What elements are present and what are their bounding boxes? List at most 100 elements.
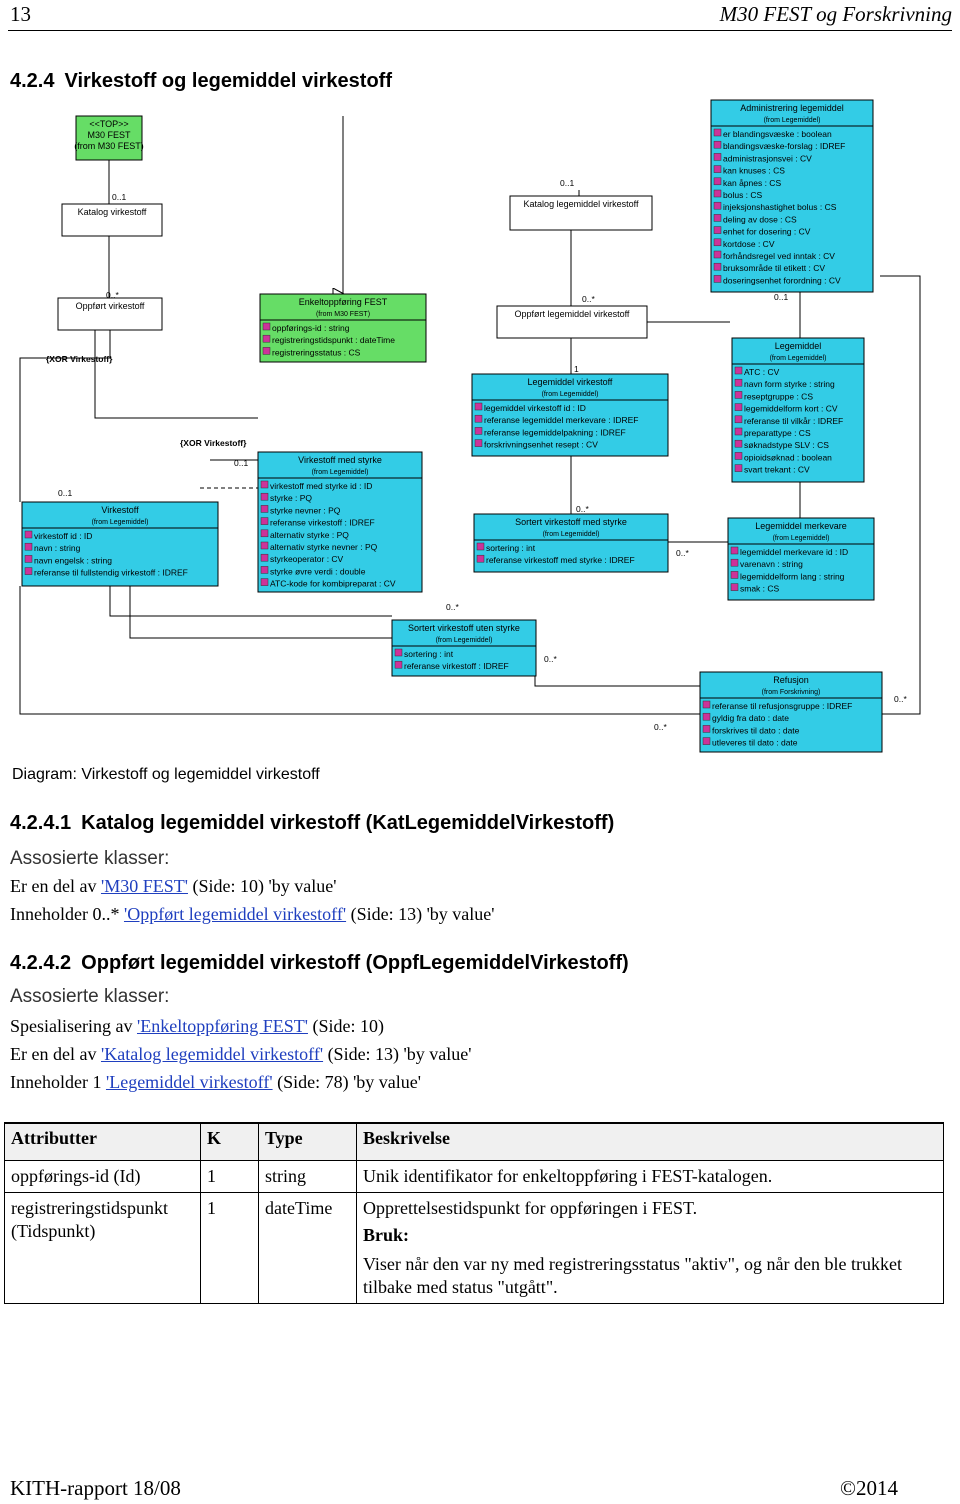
subsection-title: Oppført legemiddel virkestoff (OppfLegem… — [81, 952, 629, 974]
class-boxes: <<TOP>>M30 FEST(from M30 FEST)Katalog vi… — [21, 99, 883, 753]
class-attribute: legemiddelform kort : CV — [744, 404, 838, 414]
class-attribute: preparattype : CS — [744, 428, 811, 438]
multiplicity-label: 0..1 — [560, 178, 574, 188]
class-package: (from Legemiddel) — [436, 637, 493, 644]
class-package: (from Legemiddel) — [764, 117, 821, 124]
class-attribute: referanse legemiddelpakning : IDREF — [484, 427, 626, 437]
uml-class-refusjon: Refusjon(from Forskrivning)referanse til… — [699, 671, 883, 753]
class-package: (from Legemiddel) — [542, 391, 599, 398]
class-title: Virkestoff — [101, 505, 139, 515]
link-enkeltoppforing-fest[interactable]: 'Enkeltoppføring FEST' — [136, 1016, 308, 1036]
class-attribute: navn : string — [34, 543, 81, 553]
multiplicity-label: 0..* — [446, 602, 459, 612]
col-header: K — [200, 1122, 259, 1161]
footer-report-id: KITH-rapport 18/08 — [10, 1476, 181, 1500]
uml-class-virkestoff-med-styrke: Virkestoff med styrke(from Legemiddel)vi… — [257, 451, 423, 593]
attribute-table: Attributter K Type Beskrivelse oppføring… — [4, 1122, 944, 1304]
uml-class-katalog-legemiddel-virkestoff: Katalog legemiddel virkestoff — [509, 195, 653, 231]
class-attribute: styrke øvre verdi : double — [270, 566, 366, 576]
cell-k: 1 — [200, 1192, 259, 1304]
document-title: M30 FEST og Forskrivning — [719, 2, 952, 26]
class-attribute: reseptgruppe : CS — [744, 391, 813, 401]
uml-diagram: <<TOP>>M30 FEST(from M30 FEST)Katalog vi… — [19, 99, 921, 753]
uml-class-oppfort-legemiddel-virkestoff: Oppført legemiddel virkestoff — [496, 305, 648, 339]
multiplicity-label: 0..* — [676, 548, 689, 558]
bruk-label: Bruk: — [363, 1225, 410, 1245]
class-attribute: styrke : PQ — [270, 493, 312, 503]
cell-type: string — [258, 1160, 357, 1193]
multiplicity-label: 0..* — [576, 504, 589, 514]
link-oppfort-legemiddel-virkestoff[interactable]: 'Oppført legemiddel virkestoff' — [123, 904, 347, 924]
class-package: (from M30 FEST) — [316, 311, 370, 318]
link-katalog-legemiddel-virkestoff[interactable]: 'Katalog legemiddel virkestoff' — [100, 1044, 324, 1064]
uml-class-oppfort-virkestoff: Oppført virkestoff — [57, 297, 163, 331]
cell-attr: oppførings-id (Id) — [4, 1160, 201, 1193]
col-header: Beskrivelse — [356, 1122, 944, 1161]
class-attribute: enhet for dosering : CV — [723, 227, 811, 237]
class-attribute: bolus : CS — [723, 190, 763, 200]
class-title: Legemiddel — [775, 341, 822, 351]
multiplicity-label: 0..* — [582, 294, 595, 304]
link-m30-fest[interactable]: 'M30 FEST' — [100, 876, 188, 896]
multiplicity-label: 0..* — [894, 694, 907, 704]
class-title: Sortert virkestoff uten styrke — [408, 623, 520, 633]
class-attribute: doseringsenhet forordning : CV — [723, 275, 841, 285]
class-title: M30 FEST — [87, 130, 131, 140]
multiplicity-label: 0..1 — [774, 292, 788, 302]
multiplicity-label: 0..1 — [112, 192, 126, 202]
class-attribute: ATC-kode for kombipreparat : CV — [270, 579, 396, 589]
cell-k: 1 — [200, 1160, 259, 1193]
class-attribute: forhåndsregel ved inntak : CV — [723, 251, 835, 261]
multiplicity-labels: 0..10..10..*0..*0..1{XOR Virkestoff}{XOR… — [46, 178, 907, 732]
class-package: (from Legemiddel) — [312, 469, 369, 476]
footer-copyright: ©2014 — [840, 1476, 898, 1500]
class-attribute: smak : CS — [740, 584, 780, 594]
class-attribute: sortering : int — [404, 649, 454, 659]
table-row: registreringstidspunkt (Tidspunkt) 1 dat… — [4, 1192, 944, 1304]
uml-class-legemiddel: Legemiddel(from Legemiddel)ATC : CVnavn … — [731, 337, 865, 483]
class-title: Legemiddel merkevare — [755, 521, 847, 531]
multiplicity-label: 1 — [574, 364, 579, 374]
link-legemiddel-virkestoff[interactable]: 'Legemiddel virkestoff' — [105, 1072, 273, 1092]
class-attribute: referanse til refusjonsgruppe : IDREF — [712, 701, 852, 711]
multiplicity-label: 0..* — [654, 722, 667, 732]
class-attribute: kan knuses : CS — [723, 166, 785, 176]
class-attribute: legemiddel virkestoff id : ID — [484, 403, 586, 413]
class-attribute: er blandingsvæske : boolean — [723, 129, 832, 139]
class-title: Enkeltoppføring FEST — [299, 297, 388, 307]
section-title: Virkestoff og legemiddel virkestoff — [64, 70, 392, 92]
uml-class-sortert-uten-styrke: Sortert virkestoff uten styrke (from Lege… — [391, 619, 537, 677]
class-title: Legemiddel virkestoff — [528, 377, 613, 387]
xor-constraint-label: {XOR Virkestoff} — [46, 354, 113, 364]
class-title: (from M30 FEST) — [74, 141, 144, 151]
class-attribute: bruksområde til etikett : CV — [723, 263, 825, 273]
class-attribute: varenavn : string — [740, 559, 803, 569]
class-attribute: kan åpnes : CS — [723, 178, 781, 188]
class-title: Oppført virkestoff — [76, 301, 145, 311]
uml-class-top: <<TOP>>M30 FEST(from M30 FEST) — [74, 115, 144, 161]
class-attribute: ATC : CV — [744, 367, 780, 377]
class-attribute: utleveres til dato : date — [712, 738, 798, 748]
diagram-caption: Diagram: Virkestoff og legemiddel virkes… — [12, 766, 320, 783]
assoc-line: Er en del av 'M30 FEST' (Side: 10) 'by v… — [10, 876, 337, 896]
class-title: Refusjon — [773, 675, 809, 685]
uml-class-legemiddel-virkestoff: Legemiddel virkestoff (from Legemiddel) le… — [471, 373, 669, 457]
cell-desc: Unik identifikator for enkeltoppføring i… — [356, 1160, 944, 1193]
class-attribute: forskrivningsenhet resept : CV — [484, 440, 598, 450]
class-attribute: referanse virkestoff med styrke : IDREF — [486, 555, 635, 565]
multiplicity-label: 0..1 — [234, 458, 248, 468]
class-attribute: forskrives til dato : date — [712, 725, 800, 735]
cell-desc: Opprettelsestidspunkt for oppføringen i … — [356, 1192, 944, 1304]
cell-attr: registreringstidspunkt (Tidspunkt) — [4, 1192, 201, 1304]
uml-class-legemiddel-merkevare: Legemiddel merkevare(from Legemiddel)leg… — [727, 517, 875, 601]
class-title: Administrering legemiddel — [740, 103, 844, 113]
class-attribute: sortering : int — [486, 543, 536, 553]
table-row: oppførings-id (Id) 1 string Unik identif… — [4, 1160, 944, 1193]
class-title: Virkestoff med styrke — [298, 455, 382, 465]
class-attribute: injeksjonshastighet bolus : CS — [723, 202, 837, 212]
class-attribute: navn engelsk : string — [34, 555, 112, 565]
multiplicity-label: 0..1 — [58, 488, 72, 498]
class-title: Oppført legemiddel virkestoff — [515, 309, 630, 319]
uml-class-enkeltoppforing: Enkeltoppføring FEST(from M30 FEST)oppfø… — [259, 293, 427, 363]
